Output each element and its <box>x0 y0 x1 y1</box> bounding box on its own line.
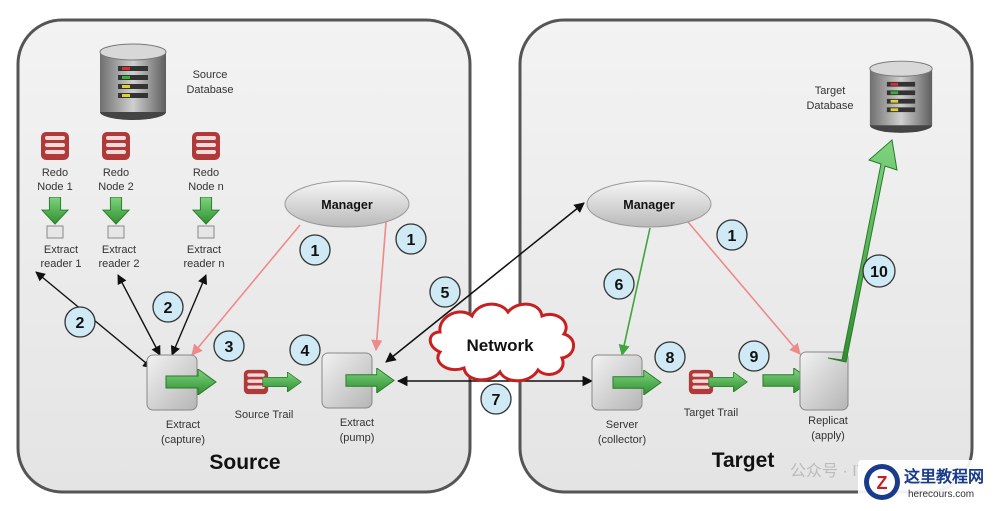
server-collector-label-2: (collector) <box>598 434 646 446</box>
step-badge: 7 <box>480 383 512 415</box>
target-database-label-1: Target <box>815 85 846 97</box>
extract-pump-label-1: Extract <box>340 417 374 429</box>
target-database-label-2: Database <box>806 100 853 112</box>
target-trail-label: Target Trail <box>684 407 738 419</box>
logo-title: 这里教程网 <box>904 467 984 486</box>
svg-text:10: 10 <box>870 264 888 281</box>
target-panel-title: Target <box>712 449 775 472</box>
svg-text:2: 2 <box>164 300 173 317</box>
redo-node-1-label-1: Redo <box>42 167 68 179</box>
server-collector-label-1: Server <box>606 419 639 431</box>
replicat-node[interactable] <box>799 351 849 411</box>
source-database-label-1: Source <box>193 69 228 81</box>
step-badge: 8 <box>654 341 686 373</box>
extract-reader-n-label-1: Extract <box>187 244 221 256</box>
source-panel-title: Source <box>209 451 280 474</box>
step-badge: 3 <box>213 330 245 362</box>
source-database-icon <box>99 43 167 121</box>
logo-z-icon: Z <box>877 473 888 493</box>
step-badge: 1 <box>299 234 331 266</box>
svg-text:1: 1 <box>407 232 416 249</box>
redo-node-1-label-2: Node 1 <box>37 181 72 193</box>
target-manager-node[interactable] <box>586 180 712 228</box>
source-database-label-2: Database <box>186 84 233 96</box>
target-database-icon <box>869 60 933 134</box>
extract-pump-label-2: (pump) <box>340 432 375 444</box>
logo-url: herecours.com <box>908 489 974 500</box>
step-badge: 1 <box>716 219 748 251</box>
extract-reader-box <box>107 225 125 239</box>
source-trail-label: Source Trail <box>235 409 294 421</box>
extract-reader-box <box>197 225 215 239</box>
extract-reader-1-label-1: Extract <box>44 244 78 256</box>
redo-node-2-label-2: Node 2 <box>98 181 133 193</box>
extract-reader-2-label-1: Extract <box>102 244 136 256</box>
step-badge: 1 <box>395 223 427 255</box>
site-logo: Z 这里教程网 herecours.com <box>858 460 1004 504</box>
source-manager-node[interactable] <box>284 180 410 228</box>
svg-text:6: 6 <box>615 277 624 294</box>
extract-capture-label-1: Extract <box>166 419 200 431</box>
svg-text:3: 3 <box>225 339 234 356</box>
extract-reader-1-label-2: reader 1 <box>41 258 82 270</box>
step-badge: 9 <box>738 340 770 372</box>
source-panel <box>16 18 472 494</box>
svg-text:4: 4 <box>301 343 310 360</box>
redo-log-icon <box>102 132 130 160</box>
redo-node-n-label-2: Node n <box>188 181 223 193</box>
extract-reader-2-label-2: reader 2 <box>99 258 140 270</box>
step-badge: 5 <box>429 276 461 308</box>
target-manager-to-server-arrow <box>618 227 651 357</box>
extract-reader-box <box>46 225 64 239</box>
svg-text:8: 8 <box>666 350 675 367</box>
redo-log-icon <box>41 132 69 160</box>
replicat-to-target-db-arrow <box>827 139 898 363</box>
svg-text:1: 1 <box>728 228 737 245</box>
step-badge: 10 <box>862 254 896 288</box>
svg-text:9: 9 <box>750 349 759 366</box>
redo-node-n-label-1: Redo <box>193 167 219 179</box>
svg-text:5: 5 <box>441 285 450 302</box>
pump-to-target-manager-arrow <box>385 202 585 363</box>
step-badge: 2 <box>152 291 184 323</box>
redo-log-icon <box>192 132 220 160</box>
reader-n-to-extract-arrow <box>170 274 208 356</box>
redo-node-2-label-1: Redo <box>103 167 129 179</box>
replicat-label-1: Replicat <box>808 415 848 427</box>
manager-to-extract-capture-arrow <box>191 224 301 356</box>
target-manager-label: Manager <box>623 198 675 212</box>
network-cloud-icon <box>428 302 575 383</box>
extract-reader-n-label-2: reader n <box>184 258 225 270</box>
reader-2-to-extract-arrow <box>117 274 161 356</box>
source-manager-label: Manager <box>321 198 373 212</box>
manager-to-extract-pump-arrow <box>371 221 387 352</box>
svg-text:1: 1 <box>311 243 320 260</box>
extract-capture-label-2: (capture) <box>161 434 205 446</box>
network-label: Network <box>466 336 534 355</box>
step-badge: 6 <box>603 268 635 300</box>
target-manager-to-replicat-arrow <box>687 221 801 355</box>
replicat-label-2: (apply) <box>811 430 845 442</box>
step-badge: 4 <box>289 334 321 366</box>
step-badge: 2 <box>64 306 96 338</box>
svg-text:7: 7 <box>492 392 501 409</box>
svg-text:2: 2 <box>76 315 85 332</box>
